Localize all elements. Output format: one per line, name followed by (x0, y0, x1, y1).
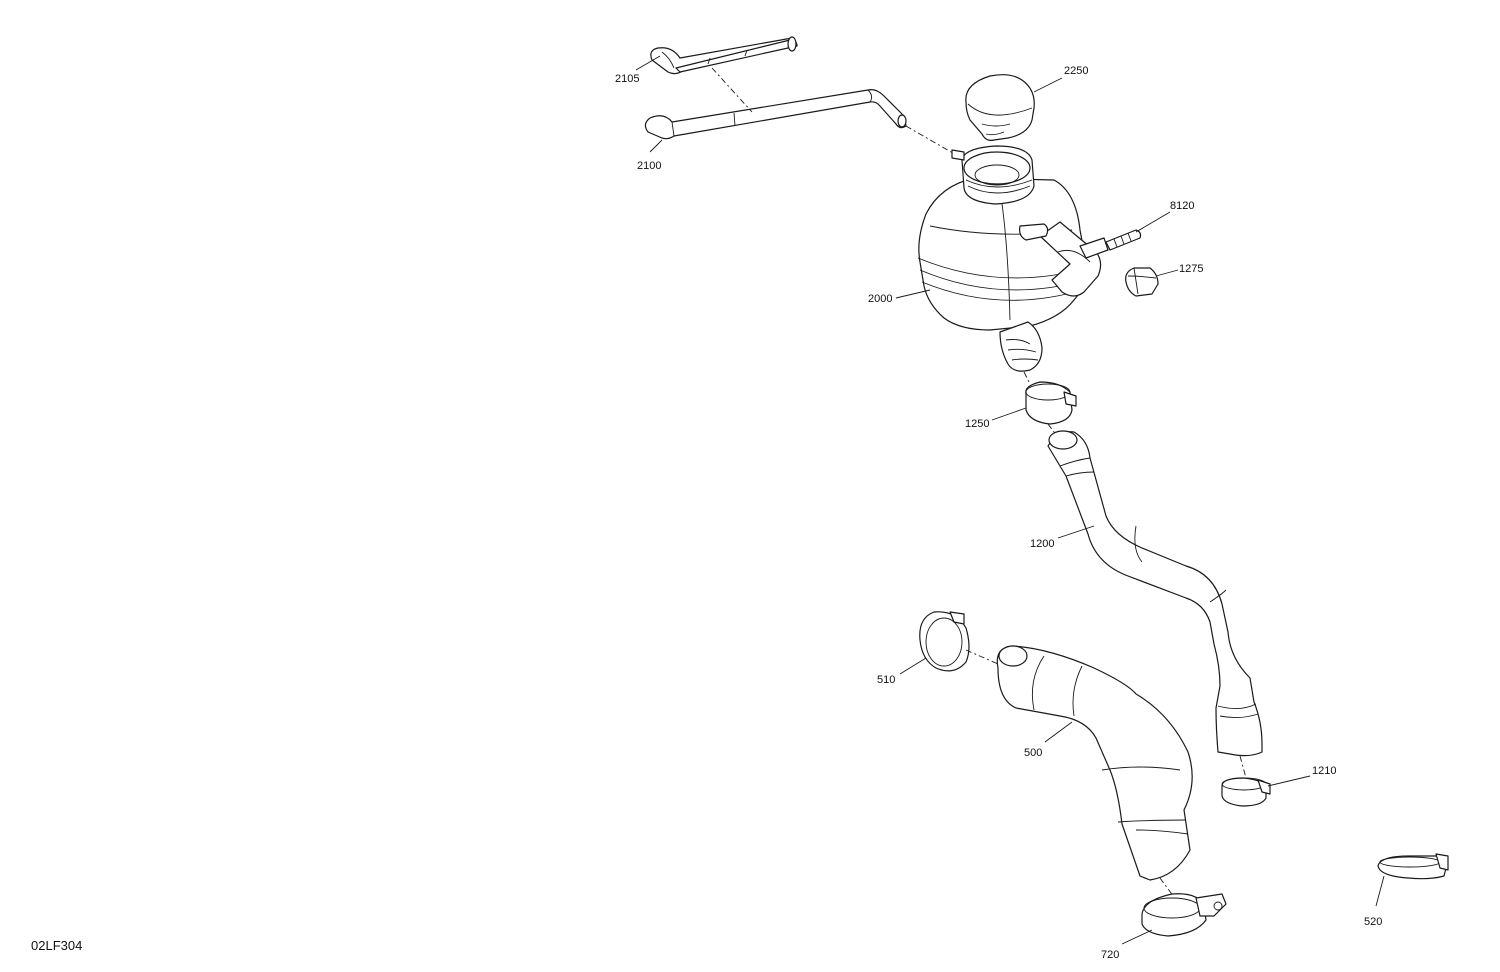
assembly-axis (1023, 371, 1031, 385)
callout-1250: 1250 (965, 418, 989, 430)
hose-2100[interactable] (644, 89, 907, 140)
hose-500[interactable] (996, 645, 1193, 881)
callout-2100: 2100 (637, 160, 661, 172)
clamp-510[interactable] (919, 611, 970, 672)
callout-1210: 1210 (1312, 765, 1336, 777)
clamp-520[interactable] (1377, 853, 1449, 880)
callout-1275: 1275 (1179, 263, 1203, 275)
screw-8120[interactable] (1079, 229, 1142, 259)
hose-2105[interactable] (650, 36, 798, 75)
callout-2105: 2105 (615, 73, 639, 85)
leader-lines (635, 55, 1385, 945)
assembly-axis (965, 649, 999, 665)
callout-510: 510 (877, 674, 895, 686)
callout-2000: 2000 (868, 293, 892, 305)
callout-8120: 8120 (1170, 200, 1194, 212)
callout-520: 520 (1364, 916, 1382, 928)
tank-2000[interactable] (917, 145, 1102, 372)
callout-500: 500 (1024, 747, 1042, 759)
clamp-1210[interactable] (1221, 777, 1271, 807)
assembly-axis (1239, 755, 1247, 779)
clamp-720[interactable] (1141, 893, 1227, 937)
cap-2250[interactable] (965, 74, 1035, 141)
hose-1200[interactable] (1047, 430, 1263, 757)
callout-2250: 2250 (1064, 65, 1088, 77)
clamp-1250[interactable] (1025, 381, 1077, 425)
drawing-reference: 02LF304 (31, 938, 82, 953)
assembly-axis (711, 67, 753, 113)
callouts: 2105 2250 2100 8120 1275 2000 1250 1200 … (615, 65, 1382, 961)
callout-720: 720 (1101, 949, 1119, 961)
callout-1200: 1200 (1030, 538, 1054, 550)
nut-1275[interactable] (1125, 267, 1159, 297)
assembly-axis (905, 125, 959, 157)
